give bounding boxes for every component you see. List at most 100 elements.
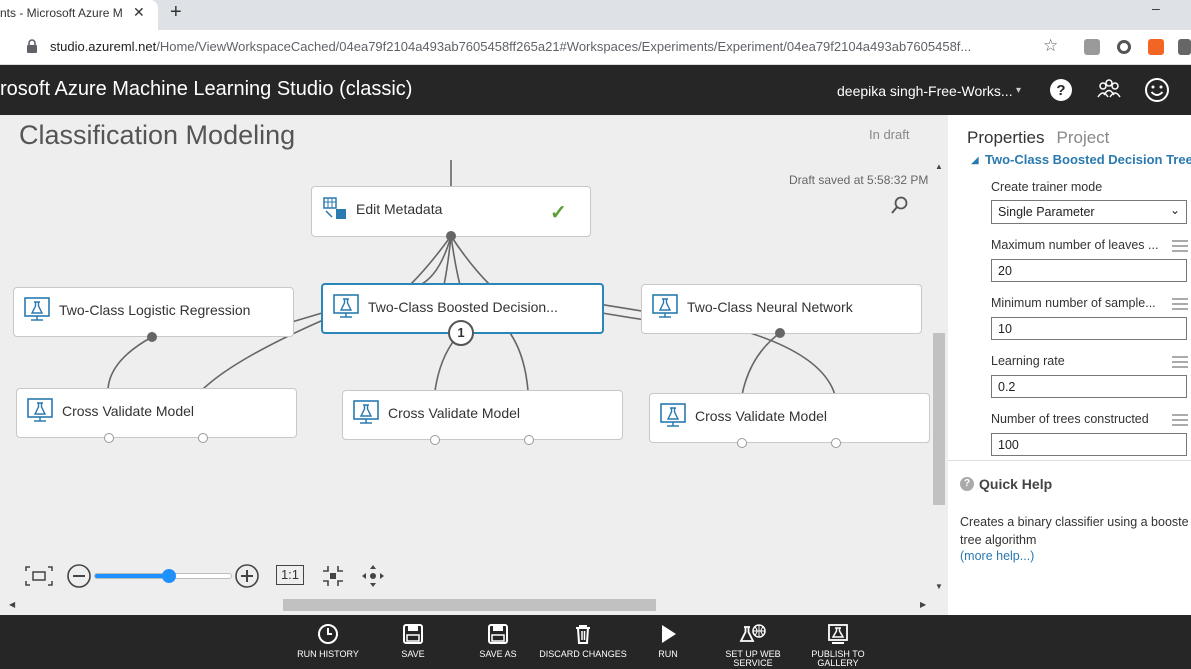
save-as-button[interactable]: SAVE AS bbox=[453, 623, 543, 659]
gallery-publish-icon bbox=[828, 624, 848, 644]
browser-tab-bar: nts - Microsoft Azure M ✕ + – bbox=[0, 0, 1191, 30]
fit-to-screen-icon[interactable] bbox=[24, 565, 54, 587]
properties-panel: Properties Project ◢ Two-Class Boosted De… bbox=[948, 115, 1191, 615]
more-help-link[interactable]: (more help...) bbox=[960, 549, 1035, 563]
properties-tabs: Properties Project bbox=[967, 128, 1109, 148]
extension-icon-4[interactable] bbox=[1178, 39, 1191, 55]
browser-tab-title: nts - Microsoft Azure M bbox=[0, 6, 123, 20]
output-port[interactable] bbox=[524, 435, 534, 445]
max-leaves-label: Maximum number of leaves ... bbox=[991, 238, 1159, 252]
output-port[interactable] bbox=[831, 438, 841, 448]
trainer-mode-value: Single Parameter bbox=[998, 205, 1095, 219]
community-icon[interactable] bbox=[1094, 75, 1124, 105]
clock-icon bbox=[318, 624, 338, 644]
selected-module-name[interactable]: Two-Class Boosted Decision Tree bbox=[985, 152, 1191, 167]
output-port[interactable] bbox=[775, 328, 785, 338]
module-two-class-logistic-regression[interactable]: Two-Class Logistic Regression bbox=[13, 287, 294, 337]
module-label: Two-Class Boosted Decision... bbox=[368, 299, 558, 315]
tab-project[interactable]: Project bbox=[1056, 128, 1110, 147]
extension-icon-1[interactable] bbox=[1084, 39, 1100, 55]
help-icon: ? bbox=[960, 477, 974, 491]
flask-module-icon bbox=[24, 297, 50, 321]
window-minimize-icon[interactable]: – bbox=[1152, 0, 1160, 16]
search-icon[interactable] bbox=[890, 195, 910, 215]
module-cross-validate-model-3[interactable]: Cross Validate Model bbox=[649, 393, 930, 443]
run-button[interactable]: RUN bbox=[623, 623, 713, 659]
min-samples-input[interactable]: 10 bbox=[991, 317, 1187, 340]
actual-size-button[interactable]: 1:1 bbox=[276, 565, 304, 585]
run-history-button[interactable]: RUN HISTORY bbox=[283, 623, 373, 659]
module-edit-metadata[interactable]: Edit Metadata ✓ bbox=[311, 186, 591, 237]
flask-module-icon bbox=[333, 294, 359, 318]
metadata-module-icon bbox=[323, 197, 346, 219]
zoom-slider-fill bbox=[95, 574, 169, 578]
output-port[interactable] bbox=[198, 433, 208, 443]
tab-close-icon[interactable]: ✕ bbox=[133, 4, 145, 20]
max-leaves-input[interactable]: 20 bbox=[991, 259, 1187, 282]
learning-rate-input[interactable]: 0.2 bbox=[991, 375, 1187, 398]
save-disk-icon bbox=[403, 624, 423, 644]
quick-help-text: Creates a binary classifier using a boos… bbox=[960, 515, 1189, 547]
scroll-up-arrow-icon[interactable]: ▲ bbox=[935, 162, 943, 171]
scroll-right-arrow-icon[interactable]: ▶ bbox=[920, 600, 927, 609]
draft-saved-timestamp: Draft saved at 5:58:32 PM bbox=[789, 173, 929, 187]
module-label: Two-Class Logistic Regression bbox=[59, 302, 251, 318]
module-cross-validate-model-2[interactable]: Cross Validate Model bbox=[342, 390, 623, 440]
pan-move-icon[interactable] bbox=[361, 564, 385, 588]
experiment-canvas[interactable]: Classification Modeling In draft Draft s… bbox=[0, 115, 948, 615]
help-icon[interactable]: ? bbox=[1046, 75, 1076, 105]
svg-text:?: ? bbox=[1056, 82, 1065, 99]
output-port[interactable] bbox=[737, 438, 747, 448]
lock-icon bbox=[27, 39, 37, 53]
chevron-down-icon[interactable]: ▾ bbox=[1016, 85, 1022, 96]
module-two-class-neural-network[interactable]: Two-Class Neural Network bbox=[641, 284, 922, 334]
fit-selection-icon[interactable] bbox=[321, 564, 345, 588]
output-port[interactable] bbox=[430, 435, 440, 445]
address-bar[interactable]: studio.azureml.net/Home/ViewWorkspaceCac… bbox=[0, 30, 1191, 65]
output-port-count-badge[interactable]: 1 bbox=[448, 320, 474, 346]
parameter-options-icon[interactable] bbox=[1172, 298, 1188, 313]
scroll-down-arrow-icon[interactable]: ▼ bbox=[935, 582, 943, 591]
flask-module-icon bbox=[660, 403, 686, 427]
quick-help-title[interactable]: Quick Help bbox=[979, 476, 1053, 492]
url-path: /Home/ViewWorkspaceCached/04ea79f2104a49… bbox=[156, 39, 972, 54]
flask-module-icon bbox=[27, 398, 53, 422]
zoom-in-icon[interactable] bbox=[234, 563, 260, 589]
module-cross-validate-model-1[interactable]: Cross Validate Model bbox=[16, 388, 297, 438]
collapse-triangle-icon[interactable]: ◢ bbox=[971, 155, 979, 166]
parameter-options-icon[interactable] bbox=[1172, 240, 1188, 255]
output-port[interactable] bbox=[446, 231, 456, 241]
output-port[interactable] bbox=[147, 332, 157, 342]
workspace-selector[interactable]: deepika singh-Free-Works... bbox=[837, 83, 1013, 99]
extension-icon-2[interactable] bbox=[1117, 40, 1131, 54]
save-as-label: SAVE AS bbox=[479, 649, 517, 659]
experiment-title[interactable]: Classification Modeling bbox=[19, 120, 296, 150]
zoom-out-icon[interactable] bbox=[66, 563, 92, 589]
horizontal-scrollbar[interactable] bbox=[283, 599, 656, 611]
parameter-options-icon[interactable] bbox=[1172, 356, 1188, 371]
output-port[interactable] bbox=[104, 433, 114, 443]
num-trees-label: Number of trees constructed bbox=[991, 412, 1149, 426]
module-label: Edit Metadata bbox=[356, 201, 443, 217]
label-line-2: GALLERY bbox=[817, 658, 859, 668]
extension-icon-3[interactable] bbox=[1148, 39, 1164, 55]
star-icon[interactable]: ☆ bbox=[1043, 36, 1059, 55]
run-label: RUN bbox=[658, 649, 678, 659]
tab-properties[interactable]: Properties bbox=[967, 128, 1045, 147]
zoom-slider-handle[interactable] bbox=[161, 569, 176, 583]
new-tab-icon[interactable]: + bbox=[170, 1, 182, 23]
num-trees-input[interactable]: 100 bbox=[991, 433, 1187, 456]
parameter-options-icon[interactable] bbox=[1172, 414, 1188, 429]
feedback-smiley-icon[interactable] bbox=[1142, 75, 1172, 105]
discard-changes-button[interactable]: DISCARD CHANGES bbox=[538, 623, 628, 659]
url-text[interactable]: studio.azureml.net/Home/ViewWorkspaceCac… bbox=[50, 39, 1030, 54]
vertical-scrollbar[interactable] bbox=[933, 333, 945, 505]
label-line-1: PUBLISH TO bbox=[811, 649, 865, 659]
scroll-left-arrow-icon[interactable]: ◀ bbox=[9, 600, 16, 609]
save-button[interactable]: SAVE bbox=[368, 623, 458, 659]
browser-tab[interactable]: nts - Microsoft Azure M ✕ bbox=[0, 0, 158, 30]
trainer-mode-select[interactable]: Single Parameter ⌄ bbox=[991, 200, 1187, 224]
